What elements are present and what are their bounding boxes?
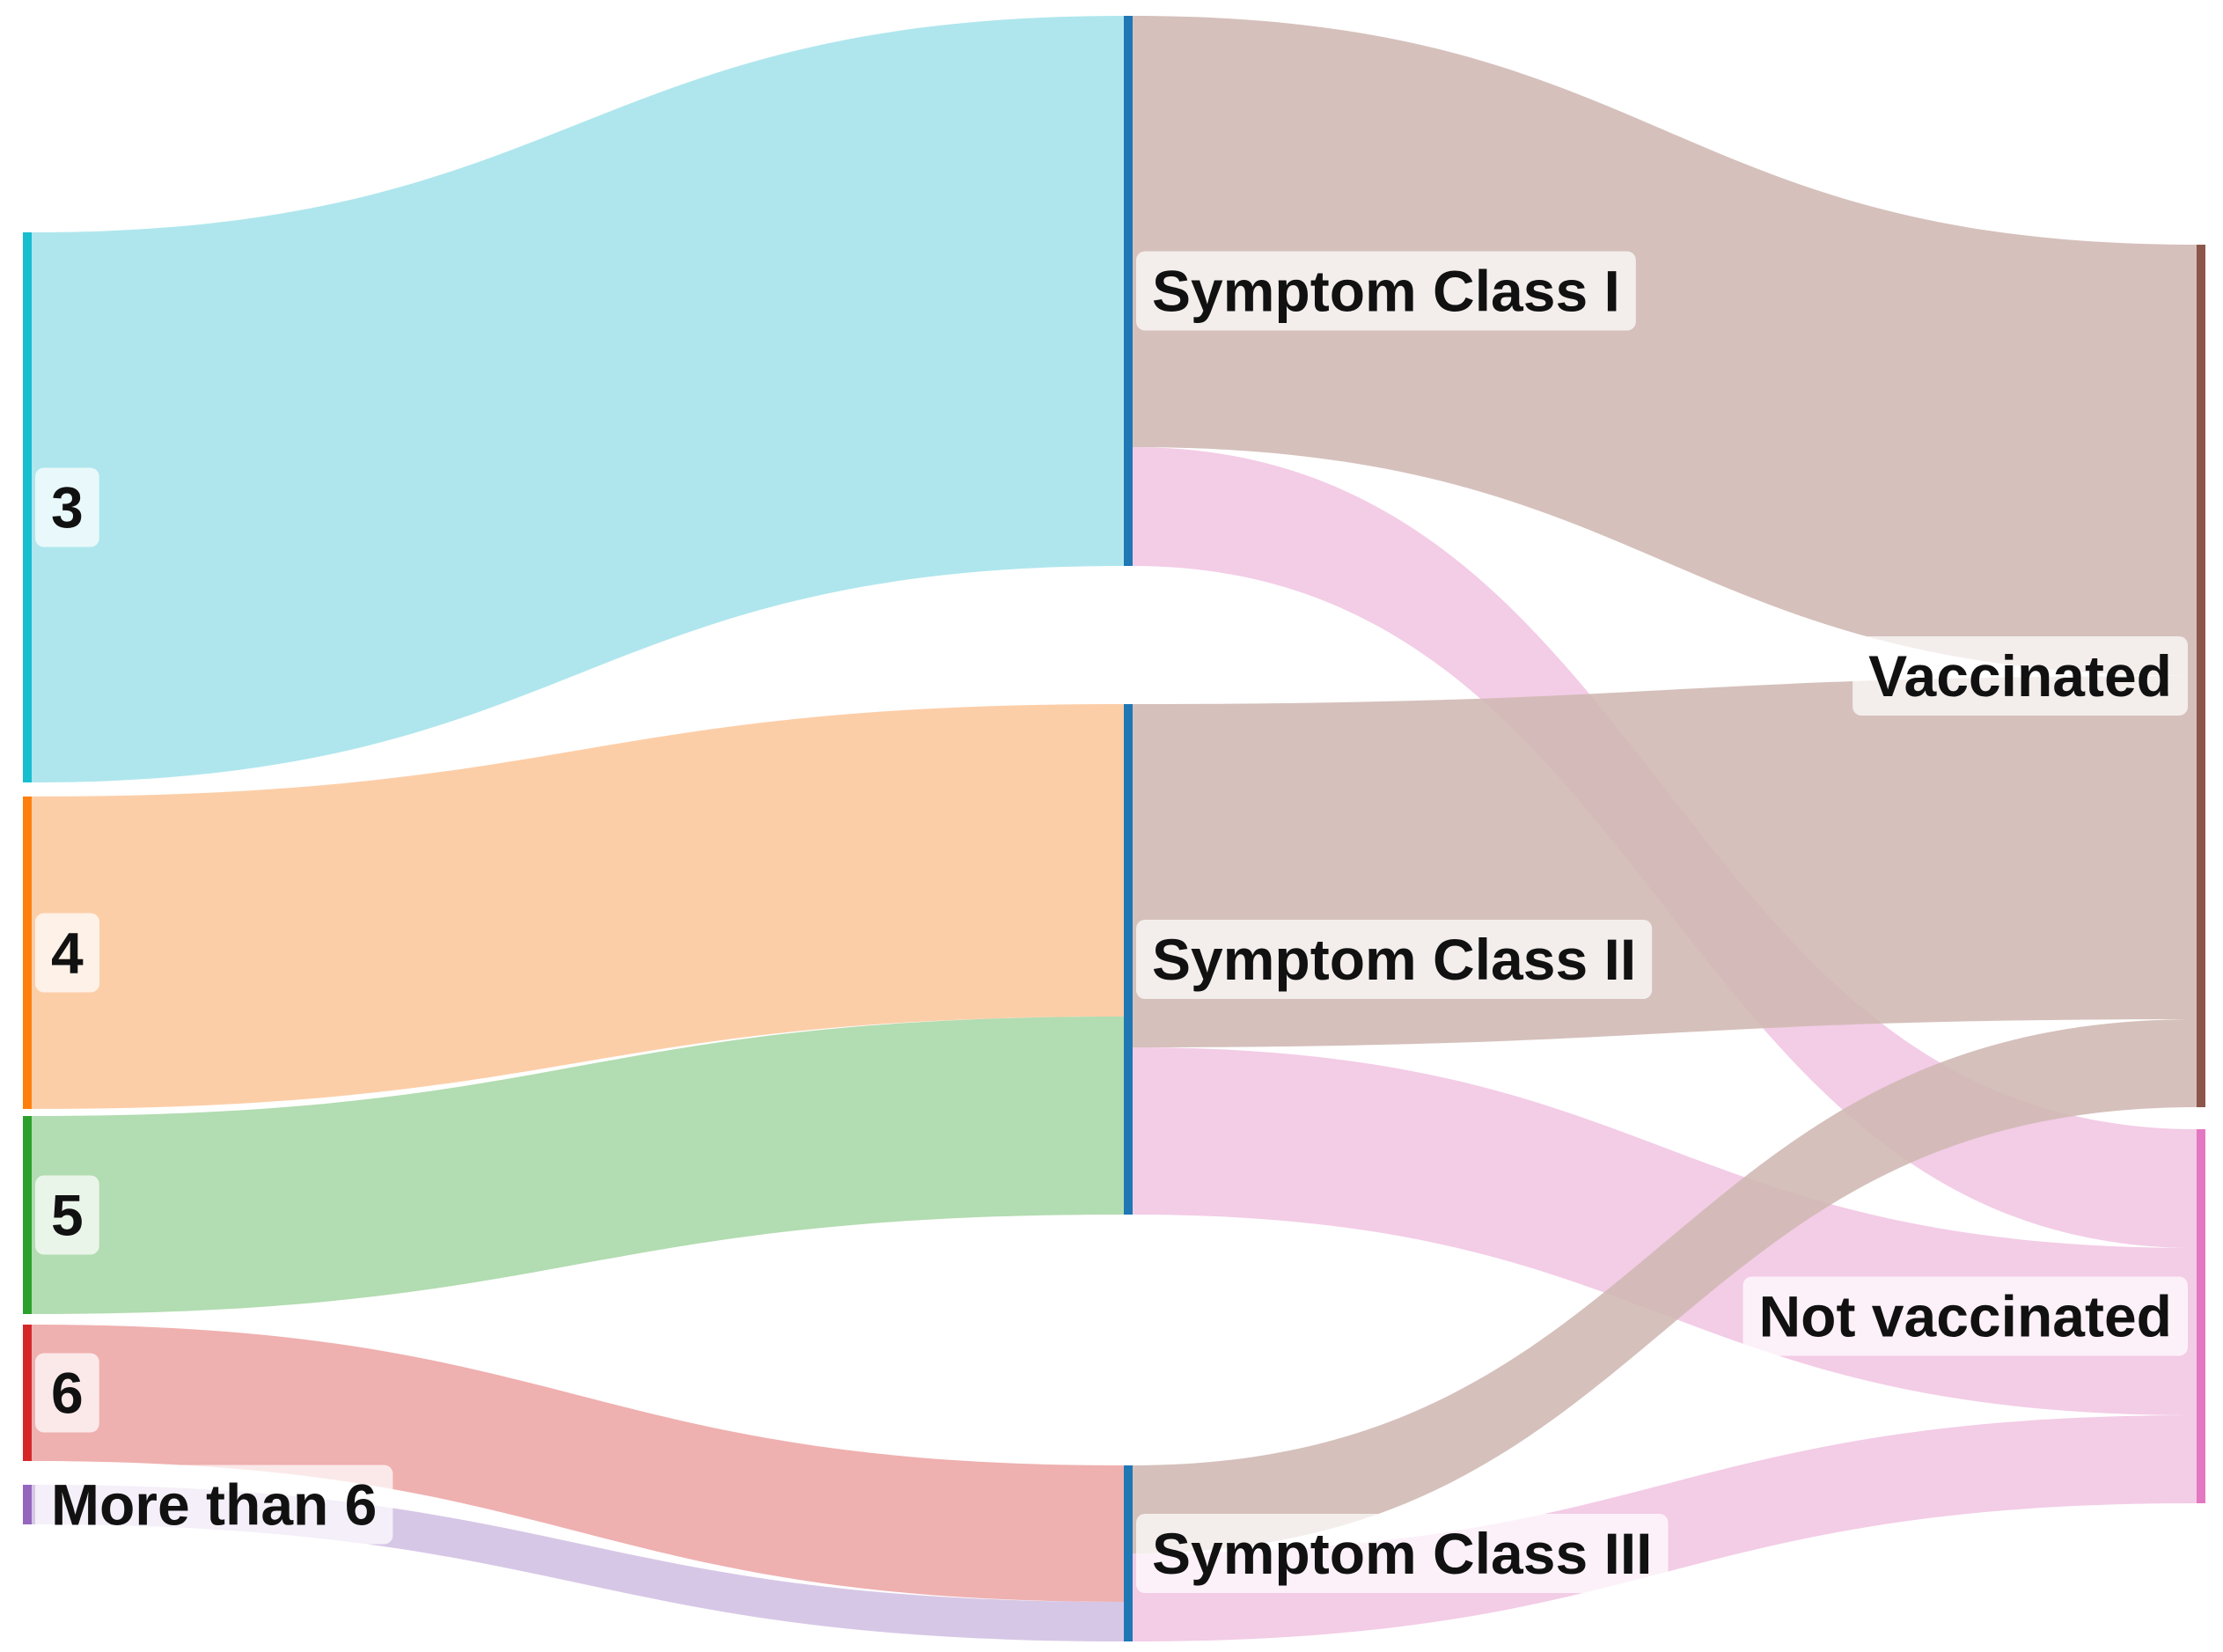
node-label-bg-nvac (1742, 1276, 2188, 1356)
node-label-text-n3: 3 (51, 475, 84, 540)
node-label-text-n5: 5 (51, 1183, 84, 1248)
node-label-text-n6: 6 (51, 1361, 84, 1426)
node-label-text-c1: Symptom Class I (1152, 259, 1620, 324)
node-label-text-n7: More than 6 (51, 1472, 377, 1538)
node-label-bg-c1 (1136, 251, 1636, 331)
node-label-bg-n5 (35, 1175, 99, 1255)
node-label-text-nvac: Not vaccinated (1759, 1284, 2172, 1349)
node-label-bg-n6 (35, 1353, 99, 1433)
link-c1-to-vac (1133, 16, 2197, 676)
node-bar-c2 (1124, 704, 1133, 1215)
node-label-bg-vac (1852, 636, 2188, 716)
node-label-text-vac: Vaccinated (1868, 643, 2172, 709)
node-label-n6: 6 (35, 1353, 99, 1433)
node-label-bg-n7 (35, 1465, 393, 1545)
node-label-bg-n3 (35, 467, 99, 547)
node-label-text-n4: 4 (51, 921, 84, 986)
links-layer (32, 16, 2197, 1641)
node-label-vac: Vaccinated (1852, 636, 2188, 716)
link-n4-to-c2 (32, 704, 1124, 1109)
node-label-n5: 5 (35, 1175, 99, 1255)
node-bar-n7 (23, 1485, 32, 1524)
node-label-c1: Symptom Class I (1136, 251, 1636, 331)
nodes-layer (23, 16, 2205, 1641)
node-bar-vac (2197, 245, 2205, 1107)
node-bar-n5 (23, 1116, 32, 1314)
node-bar-n4 (23, 797, 32, 1109)
node-label-n7: More than 6 (35, 1465, 393, 1545)
link-n3-to-c1 (32, 16, 1124, 782)
node-bar-c1 (1124, 16, 1133, 566)
node-bar-n6 (23, 1325, 32, 1461)
node-bar-n3 (23, 232, 32, 782)
node-label-c3: Symptom Class III (1136, 1514, 1669, 1593)
node-bar-nvac (2197, 1129, 2205, 1503)
node-label-bg-c2 (1136, 920, 1653, 999)
link-n6-to-c3 (32, 1325, 1124, 1602)
node-bar-c3 (1124, 1465, 1133, 1641)
link-c3-to-vac (1133, 1019, 2197, 1553)
node-label-bg-n4 (35, 913, 99, 993)
node-label-text-c3: Symptom Class III (1152, 1521, 1653, 1586)
node-label-n4: 4 (35, 913, 99, 993)
node-label-c2: Symptom Class II (1136, 920, 1653, 999)
node-label-bg-c3 (1136, 1514, 1669, 1593)
node-label-n3: 3 (35, 467, 99, 547)
link-n5-to-c2 (32, 1017, 1124, 1314)
node-label-text-c2: Symptom Class II (1152, 927, 1636, 992)
node-label-nvac: Not vaccinated (1742, 1276, 2188, 1356)
